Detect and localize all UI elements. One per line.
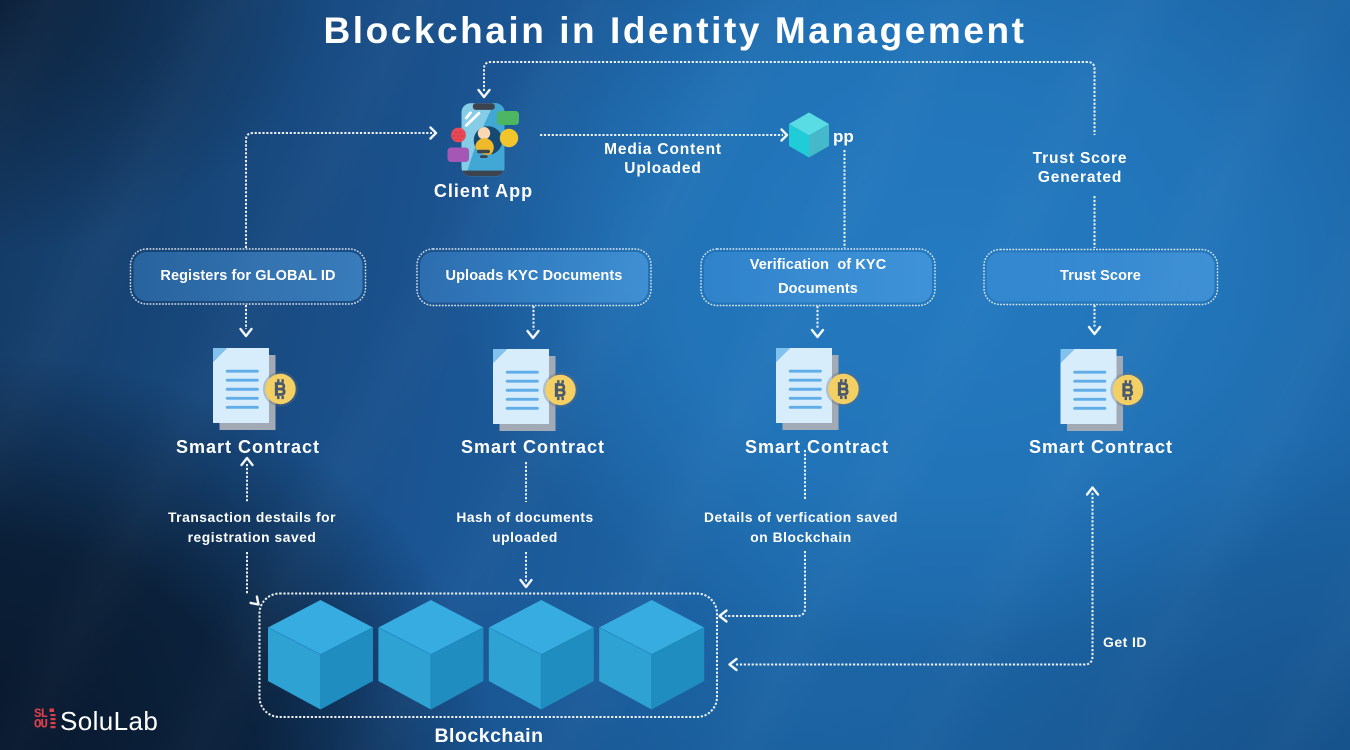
svg-text:SL: SL <box>34 707 48 721</box>
svg-text:OU: OU <box>34 718 48 732</box>
